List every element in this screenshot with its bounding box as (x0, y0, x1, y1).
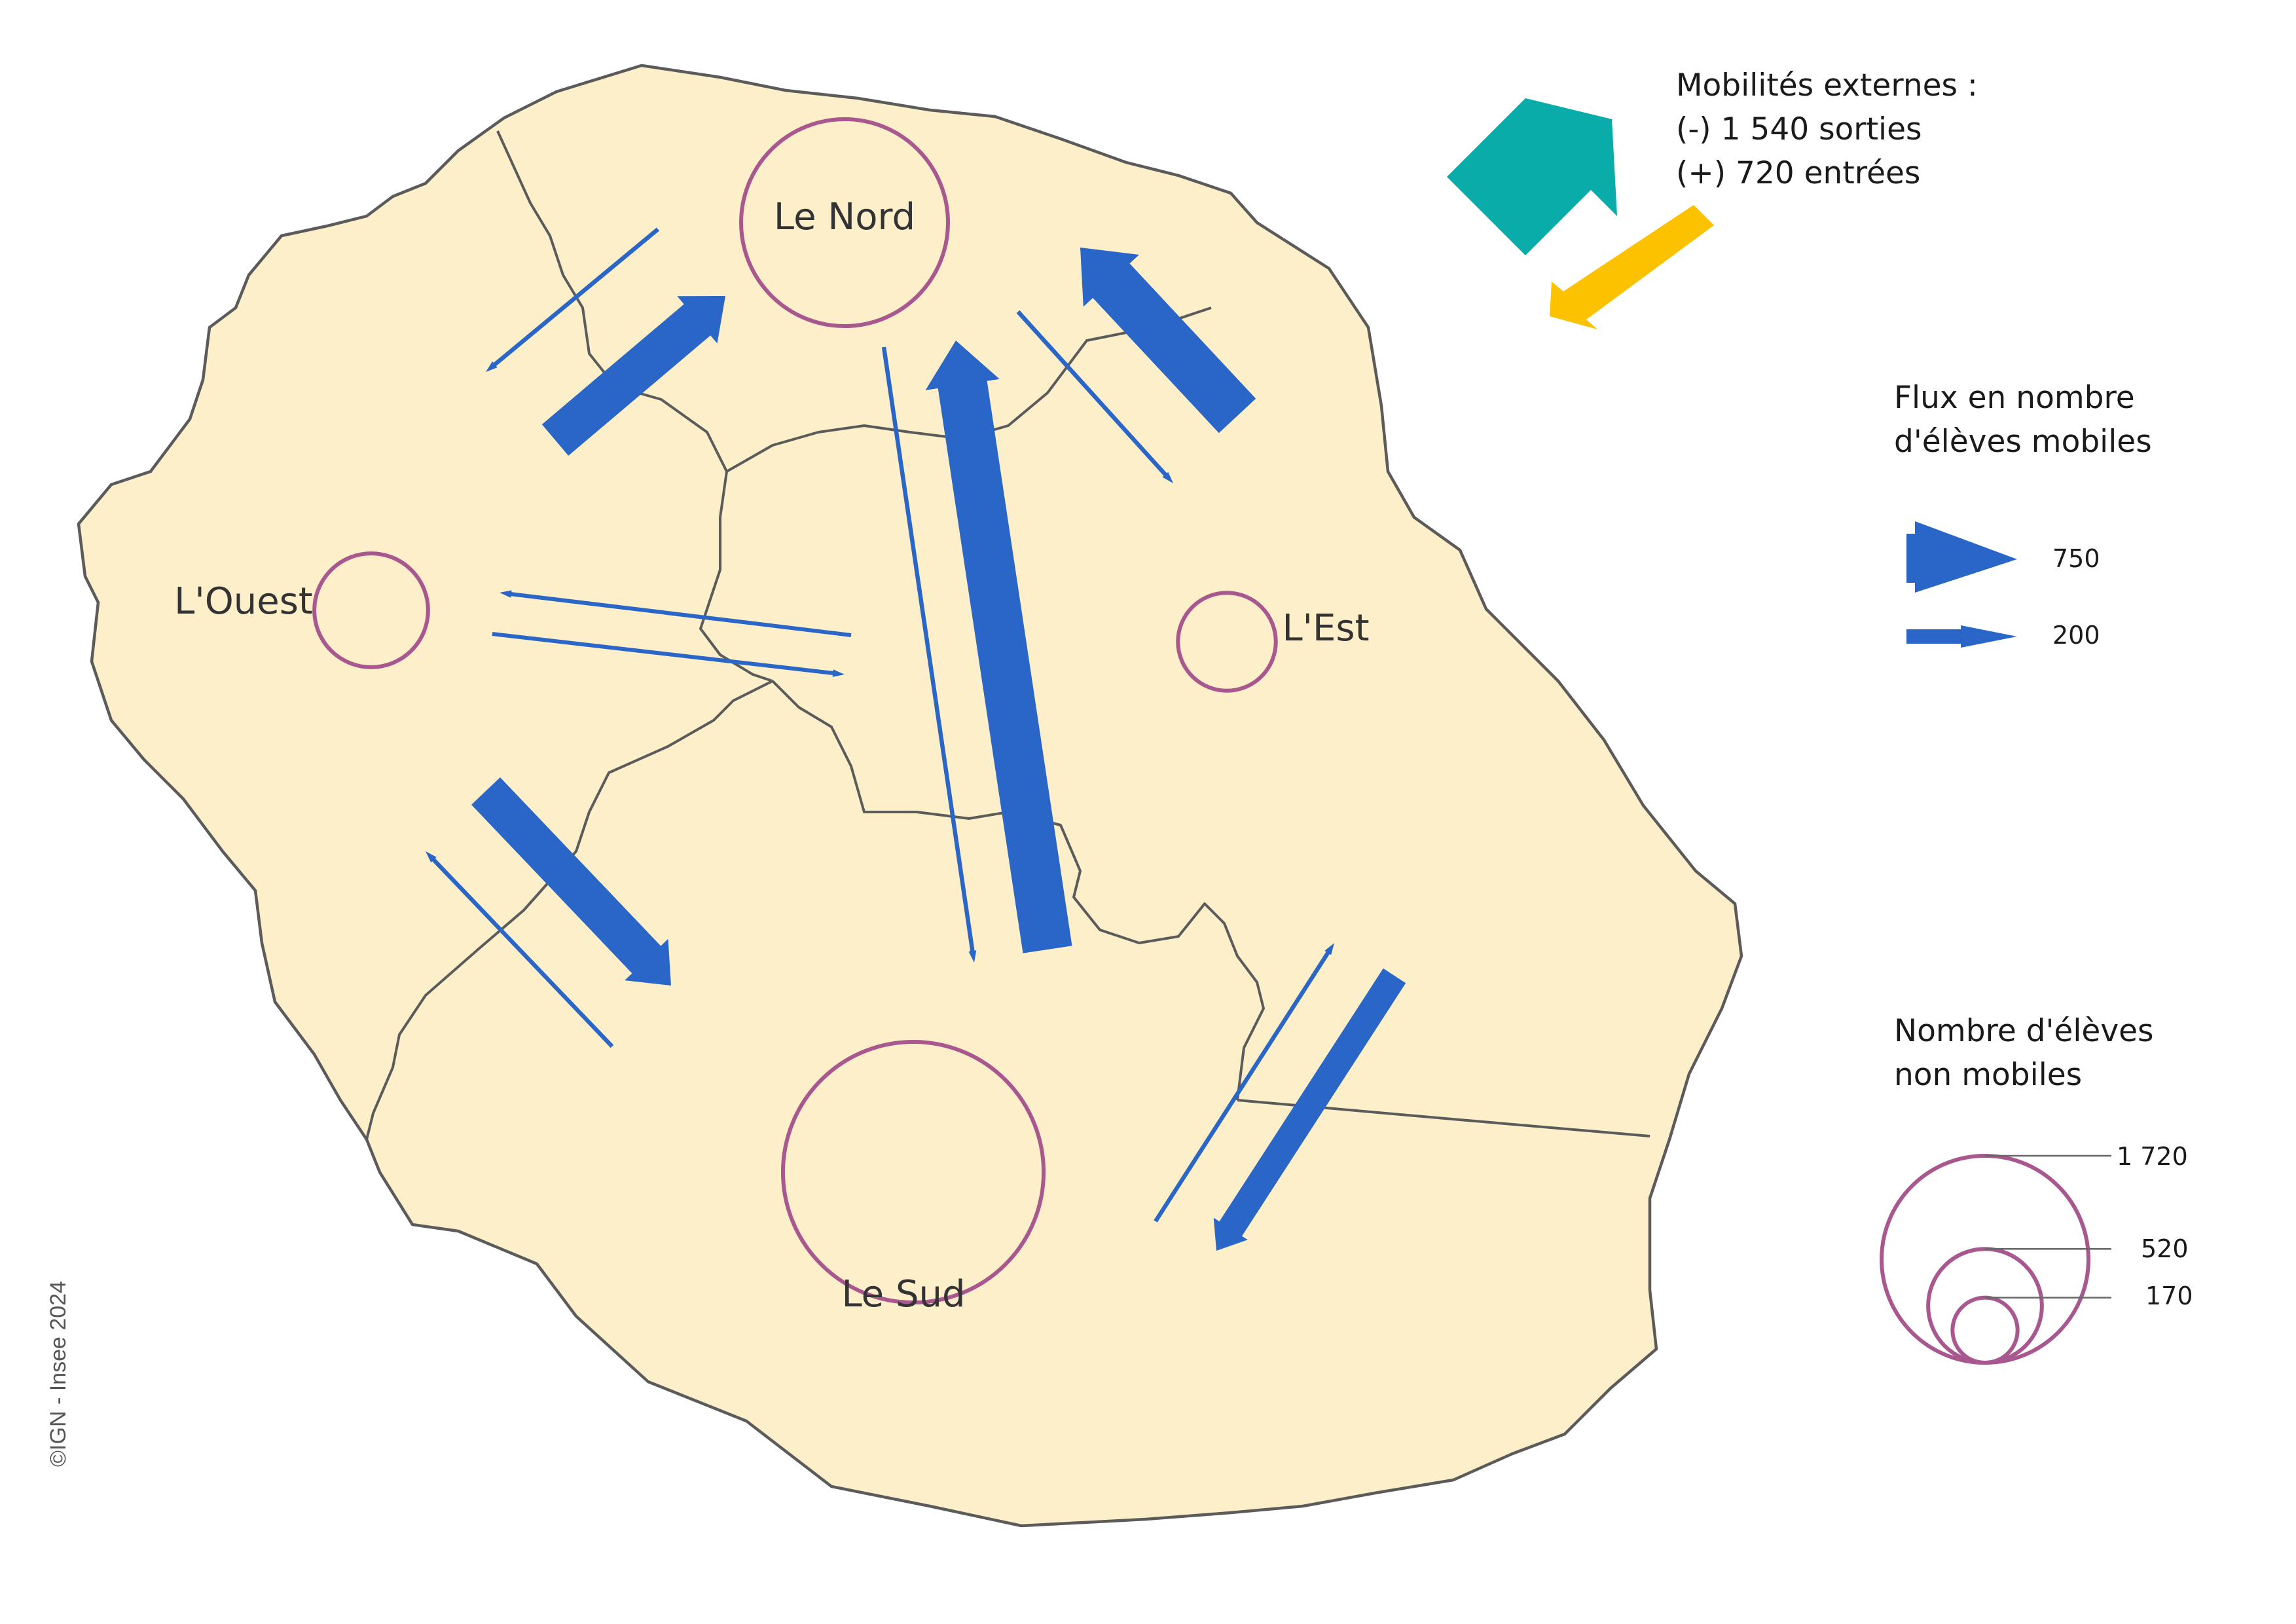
external-mobility-in: (+) 720 entrées (1676, 155, 1920, 191)
flow-legend-label-small: 200 (2052, 621, 2100, 650)
flow-legend-arrow-large (1906, 521, 2017, 593)
flow-arrow-est-to-ouest (500, 590, 852, 637)
copyright-note: ©IGN - Insee 2024 (46, 1281, 71, 1467)
flow-arrow-ouest-to-nord (541, 296, 725, 456)
border-est-sud (771, 680, 1265, 1101)
flow-arrow-ouest-to-est (492, 632, 845, 677)
flow-arrow-sud-to-est (1154, 943, 1334, 1223)
external-in-arrow (1550, 205, 1714, 329)
external-mobility-title: Mobilités externes : (1676, 67, 1978, 103)
region-circle-sud (780, 1039, 1046, 1305)
circle-legend-title-1: Nombre d'élèves (1894, 1013, 2154, 1049)
external-out-arrow (1447, 98, 1617, 255)
island-outline (77, 64, 1743, 1528)
external-mobility-out: (-) 1 540 sorties (1676, 111, 1922, 147)
circle-legend-label-0: 1 720 (2117, 1142, 2188, 1171)
region-label-est: L'Est (1282, 607, 1369, 650)
circle-legend-label-1: 520 (2141, 1234, 2189, 1263)
circle-legend-symbols (1880, 1154, 2111, 1365)
flow-legend-title-1: Flux en nombre (1894, 380, 2135, 416)
flow-legend-label-large: 750 (2052, 544, 2100, 573)
border-ouest-est-center (699, 471, 773, 682)
flow-arrow-sud-to-nord (925, 341, 1072, 953)
flow-legend-arrow-small (1906, 625, 2017, 648)
region-label-ouest: L'Ouest (174, 580, 313, 623)
circle-legend-symbol-1 (1926, 1247, 2044, 1365)
flow-arrow-nord-to-est (1016, 310, 1173, 483)
flow-arrow-nord-to-ouest (486, 227, 660, 372)
region-label-nord: Le Nord (774, 196, 915, 238)
border-nord-ouest (496, 130, 728, 472)
flow-arrow-ouest-to-sud (471, 777, 671, 986)
region-circle-ouest (312, 551, 430, 669)
circle-legend-symbol-0 (1880, 1154, 2090, 1365)
flow-arrow-sud-to-ouest (426, 851, 614, 1048)
flow-arrow-nord-to-sud (881, 346, 977, 963)
flow-arrow-est-to-nord (1080, 248, 1256, 434)
flow-arrow-est-to-sud (1213, 968, 1406, 1251)
flow-legend-title-2: d'élèves mobiles (1894, 424, 2152, 460)
region-circle-est (1176, 591, 1278, 693)
region-label-sud: Le Sud (841, 1273, 965, 1316)
circle-legend-symbol-2 (1950, 1295, 2020, 1365)
circle-legend-title-2: non mobiles (1894, 1057, 2082, 1093)
flow-arrows (426, 227, 1406, 1251)
region-circle-nord (739, 117, 950, 328)
circle-legend-label-2: 170 (2145, 1282, 2193, 1310)
